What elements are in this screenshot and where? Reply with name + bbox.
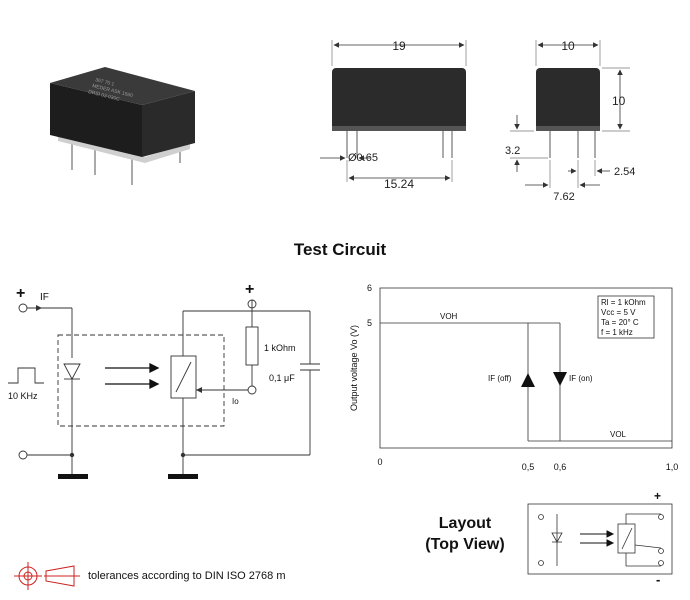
- dimension-drawing: 19 Ø0.65 15.24 10 10 3.2 7.62 2.54: [320, 39, 635, 203]
- condition-3: Ta = 20° C: [601, 318, 639, 327]
- if-on-label: IF (on): [569, 374, 593, 383]
- layout-top-view: + -: [527, 490, 673, 585]
- relay-photo: 367 70 1 MEDER ASK 1560 DRSI 03 030C: [50, 67, 195, 185]
- tolerance-note: tolerances according to DIN ISO 2768 m: [88, 570, 286, 582]
- dim-pin-diameter: Ø0.65: [348, 152, 378, 164]
- dim-pin-spacing-long: 15.24: [384, 177, 414, 191]
- x-tick-06: 0,6: [554, 462, 567, 472]
- output-current-label: Io: [232, 397, 239, 406]
- layout-plus: +: [654, 490, 661, 503]
- output-voltage-graph: 6 5 0 0,5 0,6 1,0 Output voltage Vo (V) …: [349, 283, 679, 472]
- dim-pin-spacing-short: 7.62: [553, 191, 574, 203]
- dim-pin-length: 3.2: [505, 145, 520, 157]
- end-view-body: [536, 68, 600, 131]
- condition-1: Rl = 1 kOhm: [601, 298, 646, 307]
- if-off-label: IF (off): [488, 374, 512, 383]
- layout-title-line1: Layout: [438, 515, 492, 532]
- test-circuit-title: Test Circuit: [293, 240, 387, 259]
- frequency-label: 10 KHz: [8, 391, 38, 401]
- svg-text:367 70 1: 367 70 1: [95, 77, 116, 88]
- test-circuit-schematic: + IF 10 KHz + 1 kOhm 0,1 μF Io: [8, 281, 320, 479]
- voh-label: VOH: [440, 312, 458, 321]
- x-tick-10: 1,0: [666, 462, 679, 472]
- layout-minus: -: [656, 572, 660, 585]
- x-tick-05: 0,5: [522, 462, 535, 472]
- dim-length: 19: [392, 39, 406, 53]
- capacitor-label: 0,1 μF: [269, 373, 295, 383]
- layout-title: Layout (Top View): [405, 513, 525, 555]
- side-view-body: [332, 68, 466, 131]
- dim-pin-pitch: 2.54: [614, 166, 635, 178]
- condition-4: f = 1 kHz: [601, 328, 633, 337]
- projection-symbol-icon: [14, 562, 80, 590]
- dim-height: 10: [612, 94, 626, 108]
- resistor-label: 1 kOhm: [264, 343, 296, 353]
- y-tick-6: 6: [367, 283, 372, 293]
- y-tick-0: 0: [377, 457, 382, 467]
- input-plus: +: [16, 285, 25, 302]
- y-tick-5: 5: [367, 318, 372, 328]
- input-current-label: IF: [40, 292, 49, 303]
- condition-2: Vcc = 5 V: [601, 308, 636, 317]
- y-axis-label: Output voltage Vo (V): [349, 325, 359, 411]
- dim-width: 10: [561, 39, 575, 53]
- supply-plus: +: [245, 281, 254, 298]
- vol-label: VOL: [610, 430, 627, 439]
- layout-title-line2: (Top View): [425, 536, 505, 553]
